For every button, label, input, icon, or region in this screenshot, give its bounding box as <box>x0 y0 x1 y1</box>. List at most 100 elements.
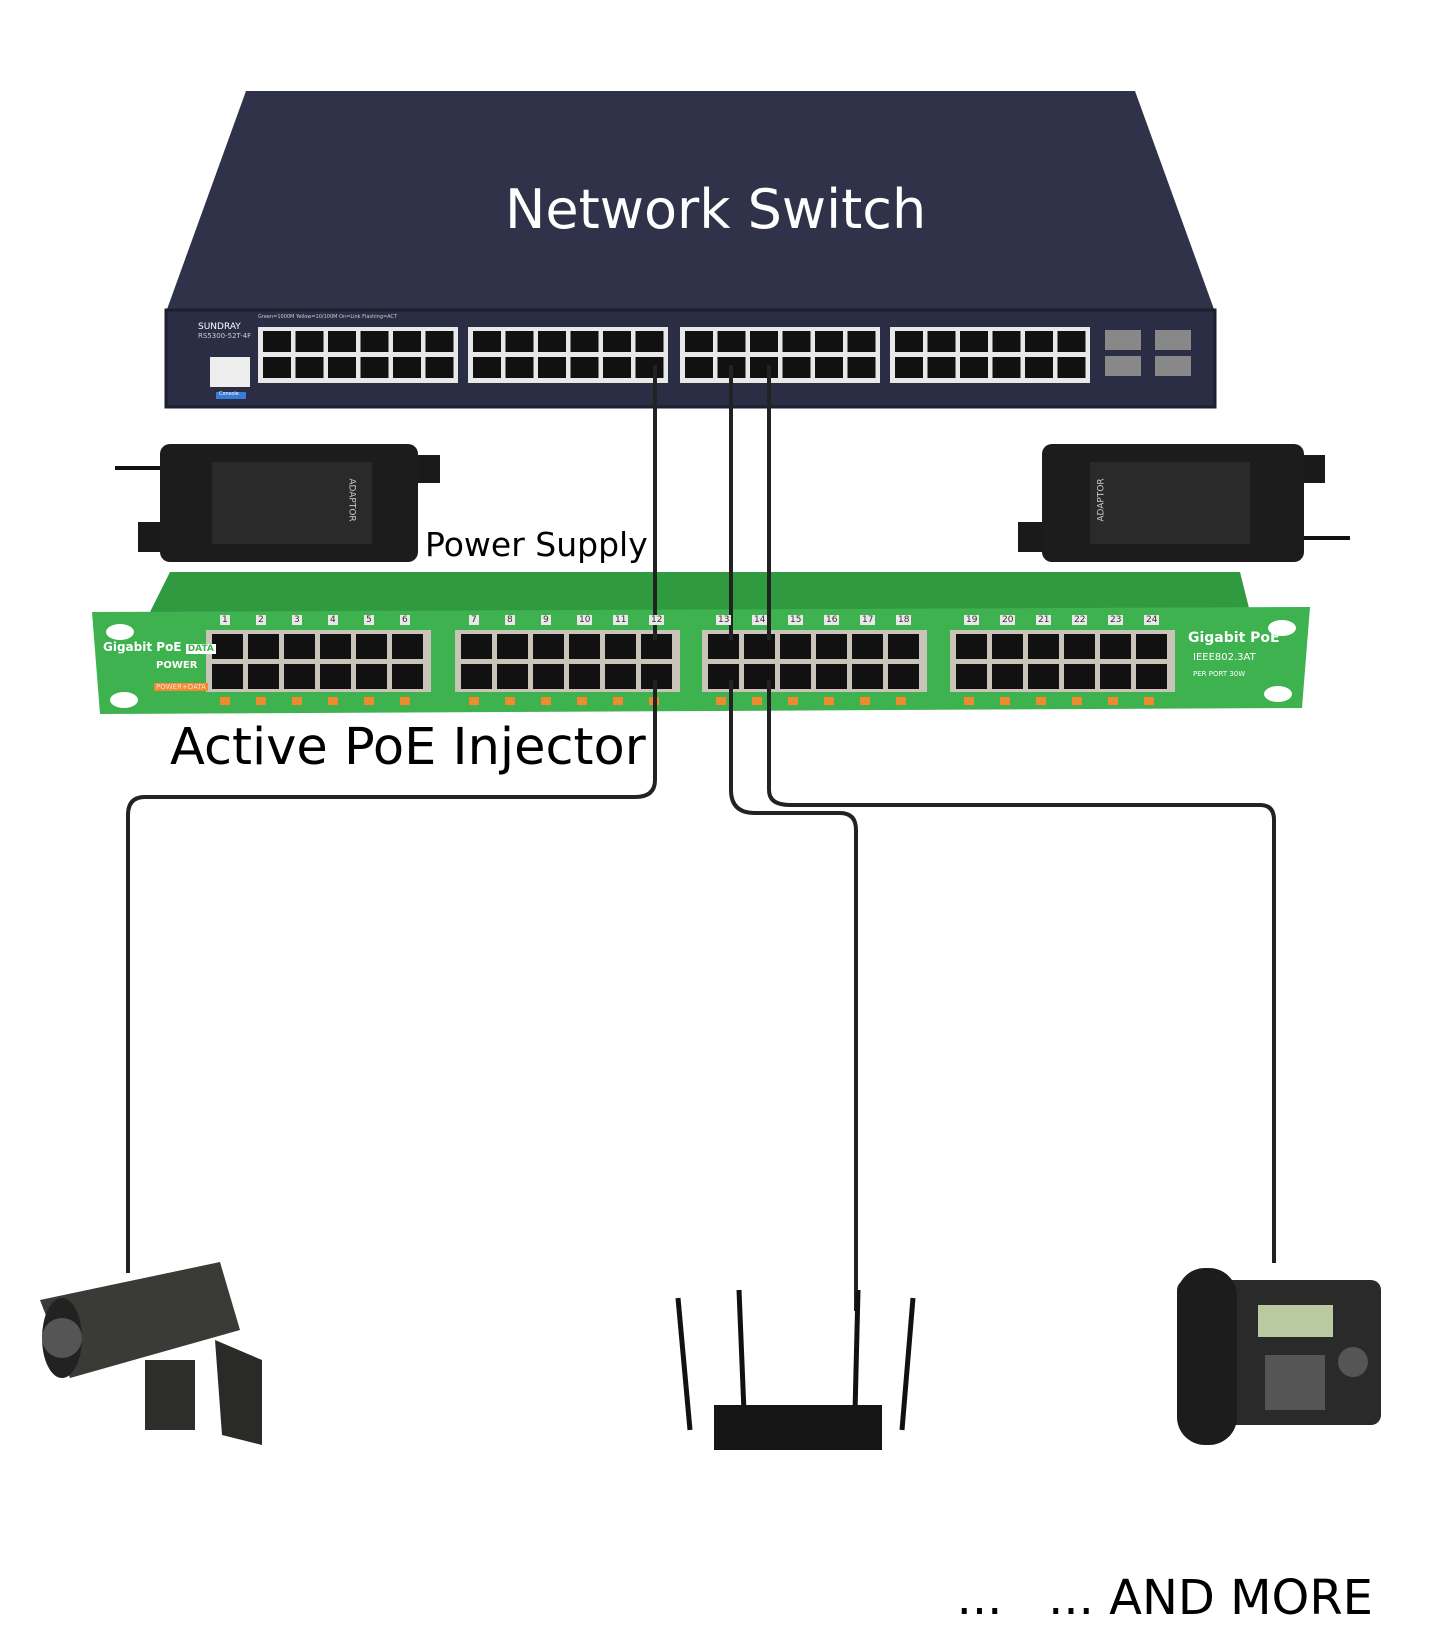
injector-port[interactable] <box>1100 634 1131 659</box>
switch-port[interactable] <box>473 331 501 352</box>
injector-port[interactable] <box>1064 664 1095 689</box>
injector-port[interactable] <box>1064 634 1095 659</box>
switch-port[interactable] <box>360 331 389 352</box>
injector-port[interactable] <box>852 634 883 659</box>
switch-port[interactable] <box>505 357 534 378</box>
switch-port[interactable] <box>473 357 501 378</box>
switch-port[interactable] <box>425 357 454 378</box>
injector-port[interactable] <box>320 664 351 689</box>
power-data-tag: POWER+DATA <box>154 683 208 691</box>
switch-port[interactable] <box>263 357 291 378</box>
wireless-router-icon <box>675 1289 916 1450</box>
switch-port[interactable] <box>960 331 988 352</box>
injector-port[interactable] <box>569 664 600 689</box>
injector-port[interactable] <box>708 634 739 659</box>
switch-port[interactable] <box>960 357 988 378</box>
switch-port[interactable] <box>782 331 811 352</box>
injector-port[interactable] <box>956 634 987 659</box>
injector-port[interactable] <box>992 664 1023 689</box>
injector-port[interactable] <box>284 664 315 689</box>
switch-port[interactable] <box>570 357 599 378</box>
switch-port[interactable] <box>750 331 778 352</box>
switch-port[interactable] <box>992 357 1021 378</box>
injector-port[interactable] <box>497 664 528 689</box>
injector-port[interactable] <box>284 634 315 659</box>
injector-port[interactable] <box>356 634 387 659</box>
injector-port[interactable] <box>816 634 847 659</box>
sfp-port[interactable] <box>1155 330 1191 350</box>
switch-port[interactable] <box>927 357 956 378</box>
switch-port[interactable] <box>1057 331 1086 352</box>
injector-port[interactable] <box>605 664 636 689</box>
switch-port[interactable] <box>328 357 356 378</box>
injector-port[interactable] <box>956 664 987 689</box>
switch-port[interactable] <box>295 357 324 378</box>
switch-port[interactable] <box>393 331 421 352</box>
injector-port[interactable] <box>461 634 492 659</box>
switch-port[interactable] <box>782 357 811 378</box>
injector-port[interactable] <box>888 664 919 689</box>
injector-port[interactable] <box>1028 634 1059 659</box>
ip-phone-icon <box>1177 1268 1381 1445</box>
switch-port[interactable] <box>685 357 713 378</box>
switch-port[interactable] <box>393 357 421 378</box>
switch-port[interactable] <box>538 331 566 352</box>
switch-port[interactable] <box>750 357 778 378</box>
injector-port[interactable] <box>248 664 279 689</box>
port-number-tag <box>752 697 762 705</box>
switch-port[interactable] <box>992 331 1021 352</box>
switch-port[interactable] <box>635 331 664 352</box>
injector-port[interactable] <box>816 664 847 689</box>
switch-port[interactable] <box>1057 357 1086 378</box>
switch-port[interactable] <box>263 331 291 352</box>
injector-port[interactable] <box>852 664 883 689</box>
injector-port[interactable] <box>605 634 636 659</box>
switch-port[interactable] <box>685 331 713 352</box>
sfp-port[interactable] <box>1155 356 1191 376</box>
injector-port[interactable] <box>212 664 243 689</box>
injector-port[interactable] <box>356 664 387 689</box>
switch-port[interactable] <box>847 357 876 378</box>
switch-port[interactable] <box>295 331 324 352</box>
injector-port[interactable] <box>1136 664 1167 689</box>
injector-port[interactable] <box>392 664 423 689</box>
injector-port[interactable] <box>780 664 811 689</box>
switch-port[interactable] <box>538 357 566 378</box>
switch-port[interactable] <box>717 331 746 352</box>
switch-port[interactable] <box>815 331 843 352</box>
injector-port[interactable] <box>888 634 919 659</box>
switch-port[interactable] <box>1025 357 1053 378</box>
switch-port[interactable] <box>635 357 664 378</box>
injector-port[interactable] <box>533 634 564 659</box>
switch-port[interactable] <box>603 331 631 352</box>
switch-port[interactable] <box>328 331 356 352</box>
injector-port[interactable] <box>992 634 1023 659</box>
switch-port[interactable] <box>847 331 876 352</box>
injector-port[interactable] <box>392 634 423 659</box>
injector-port[interactable] <box>1028 664 1059 689</box>
switch-port[interactable] <box>815 357 843 378</box>
switch-port[interactable] <box>603 357 631 378</box>
switch-port[interactable] <box>895 357 923 378</box>
port-number-tag <box>613 697 623 705</box>
sfp-port[interactable] <box>1105 330 1141 350</box>
injector-port[interactable] <box>1136 634 1167 659</box>
switch-port[interactable] <box>360 357 389 378</box>
switch-port[interactable] <box>570 331 599 352</box>
switch-port[interactable] <box>895 331 923 352</box>
switch-port[interactable] <box>505 331 534 352</box>
sfp-port[interactable] <box>1105 356 1141 376</box>
injector-port[interactable] <box>497 634 528 659</box>
switch-port[interactable] <box>1025 331 1053 352</box>
injector-port[interactable] <box>569 634 600 659</box>
injector-port[interactable] <box>248 634 279 659</box>
injector-port[interactable] <box>533 664 564 689</box>
injector-port[interactable] <box>780 634 811 659</box>
injector-port[interactable] <box>320 634 351 659</box>
switch-port[interactable] <box>425 331 454 352</box>
injector-port[interactable] <box>212 634 243 659</box>
switch-port[interactable] <box>927 331 956 352</box>
injector-port[interactable] <box>1100 664 1131 689</box>
injector-port[interactable] <box>708 664 739 689</box>
injector-port[interactable] <box>461 664 492 689</box>
